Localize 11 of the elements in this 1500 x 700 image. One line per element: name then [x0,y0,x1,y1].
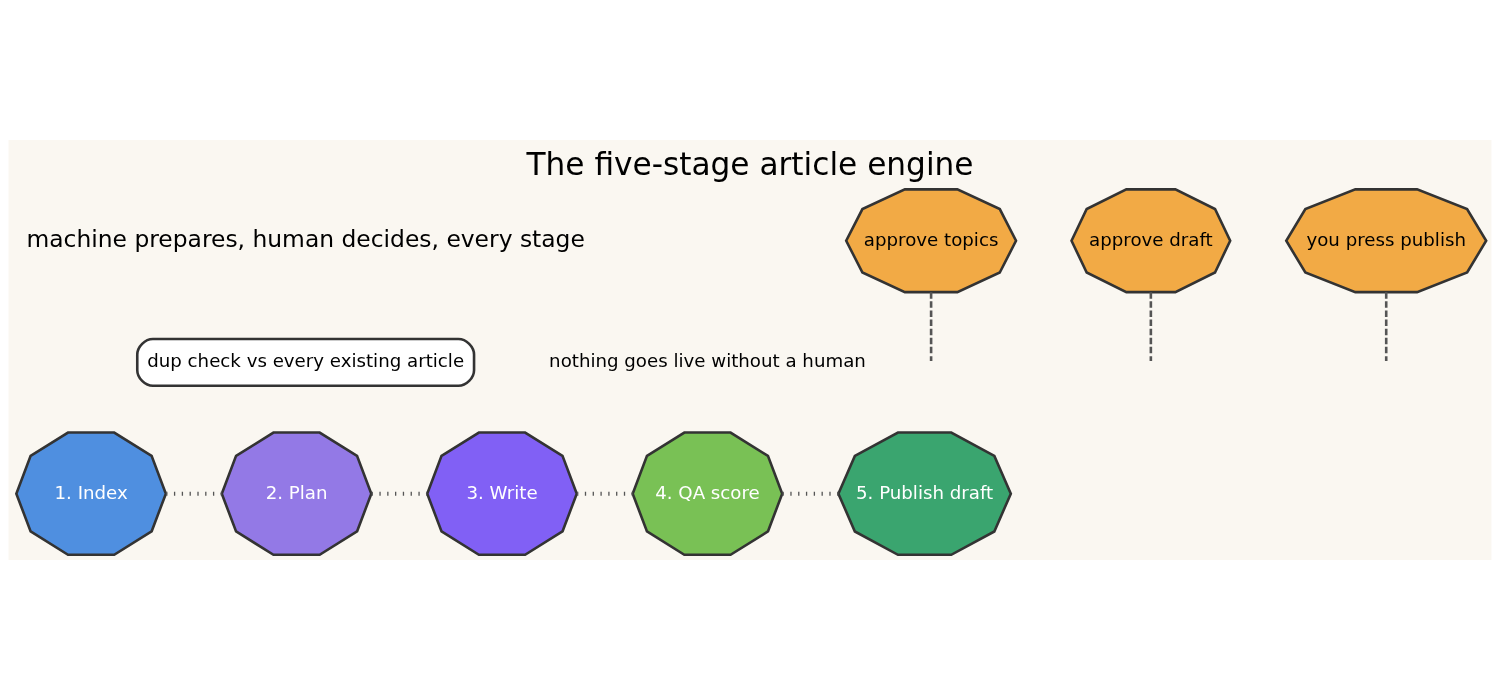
connector [1149,292,1153,361]
label: nothing goes live without a human [549,350,866,372]
diagram-title: The five-stage article engine [526,146,974,183]
node-box: dup check vs every existing article [135,337,476,388]
connector [577,491,633,496]
connector [782,491,839,496]
connector [1384,292,1388,361]
label: machine prepares, human decides, every stage [26,224,585,253]
connector [929,292,933,361]
connector [371,491,428,496]
connector [166,491,222,496]
